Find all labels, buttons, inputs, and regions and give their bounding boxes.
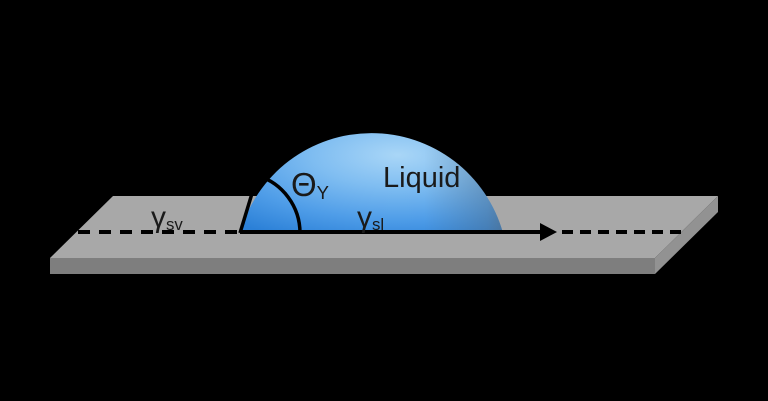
theta-subscript: Y	[316, 182, 329, 204]
liquid-droplet-rim-shadow	[240, 133, 503, 233]
gamma-sl-arrowhead	[540, 223, 557, 241]
gamma-sl-symbol: γ	[357, 201, 372, 234]
contact-angle-arc	[256, 173, 302, 234]
solid-surface-front-face	[50, 258, 655, 274]
gamma-sv-subscript: sv	[166, 215, 183, 235]
liquid-label: Liquid	[383, 162, 461, 194]
gamma-sv-label: γsv	[151, 203, 183, 233]
gamma-sl-label: γsl	[357, 203, 384, 233]
contact-angle-label: ΘY	[291, 166, 329, 204]
gamma-sv-symbol: γ	[151, 201, 166, 234]
tangent-line	[238, 176, 259, 234]
theta-symbol: Θ	[291, 166, 317, 203]
gamma-sl-subscript: sl	[372, 215, 385, 235]
solid-surface-right-face	[655, 196, 718, 274]
